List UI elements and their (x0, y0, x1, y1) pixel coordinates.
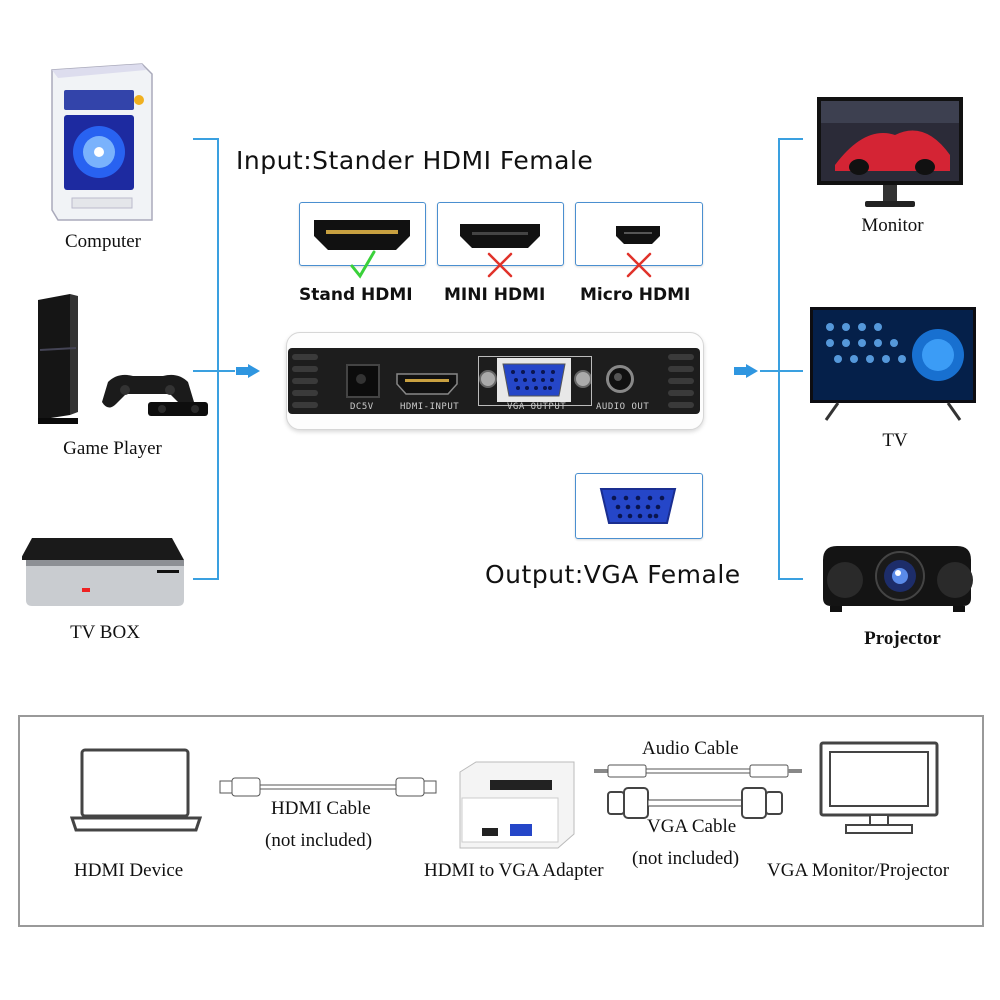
hdmi-input-port-icon (396, 373, 458, 395)
vga-monitor-icon (819, 741, 939, 834)
audio-cable-icon (594, 764, 802, 778)
input-heading: Input:Stander HDMI Female (236, 146, 594, 175)
vga-cable-label: VGA Cable (647, 816, 737, 837)
adapter-label: HDMI to VGA Adapter (424, 860, 604, 881)
tv-box-icon (22, 538, 184, 606)
vga-panel-surround (478, 356, 592, 406)
output-heading: Output:VGA Female (485, 560, 741, 589)
right-arrow-shaft (734, 367, 748, 375)
cross-icon (487, 252, 513, 278)
micro-hdmi-port-icon (616, 226, 660, 244)
vga-cable-note: (not included) (632, 848, 740, 869)
right-connector-vertical (778, 138, 780, 580)
hdmi-device-label: HDMI Device (74, 860, 184, 881)
left-arrow-icon (248, 364, 260, 378)
port-label-dc: DC5V (350, 402, 374, 412)
connector-label-mini-hdmi: MINI HDMI (444, 285, 546, 305)
tv-icon (810, 307, 976, 421)
left-connector-top (193, 138, 218, 140)
port-label-audio: AUDIO OUT (596, 402, 650, 412)
target-label-projector: Projector (864, 628, 941, 649)
target-label-monitor: Monitor (861, 215, 924, 236)
adapter-photo-icon (459, 761, 575, 849)
vga-output-port-icon (497, 358, 571, 402)
grip-left-icon (292, 354, 318, 408)
left-connector-middle (193, 370, 235, 372)
cross-icon (626, 252, 652, 278)
port-label-hdmi: HDMI-INPUT (400, 402, 460, 412)
laptop-icon (70, 748, 202, 832)
hdmi-cable-note: (not included) (265, 830, 373, 851)
audio-jack-hole (614, 373, 622, 381)
right-arrow-icon (746, 364, 758, 378)
left-connector-bottom (193, 578, 218, 580)
dc-jack-pin (356, 374, 366, 384)
mini-hdmi-port-icon (460, 224, 540, 248)
target-label-tv: TV (882, 430, 908, 451)
computer-icon (51, 63, 153, 221)
source-label-computer: Computer (65, 231, 141, 252)
connection-diagram-frame (18, 715, 984, 927)
source-label-game-player: Game Player (63, 438, 162, 459)
projector-icon (823, 546, 973, 612)
right-connector-bottom (778, 578, 803, 580)
right-connector-middle (760, 370, 803, 372)
vga-female-icon (599, 488, 677, 524)
left-arrow-shaft (236, 367, 250, 375)
hdmi-port-icon (314, 220, 410, 250)
source-label-tv-box: TV BOX (70, 622, 140, 643)
connector-label-stand-hdmi: Stand HDMI (299, 285, 413, 305)
check-icon (350, 250, 376, 279)
game-console-icon (38, 294, 208, 424)
right-connector-top (778, 138, 803, 140)
grip-right-icon (668, 354, 694, 408)
screw-left-icon (479, 370, 497, 388)
left-connector-vertical (217, 138, 219, 580)
vga-cable-icon (607, 787, 783, 819)
connector-label-micro-hdmi: Micro HDMI (580, 285, 691, 305)
hdmi-cable-icon (219, 777, 437, 797)
monitor-icon (817, 97, 963, 207)
audio-cable-label: Audio Cable (642, 738, 739, 759)
vga-monitor-label: VGA Monitor/Projector (767, 860, 950, 881)
port-label-vga: VGA OUTPUT (507, 402, 567, 412)
hdmi-cable-label: HDMI Cable (271, 798, 371, 819)
